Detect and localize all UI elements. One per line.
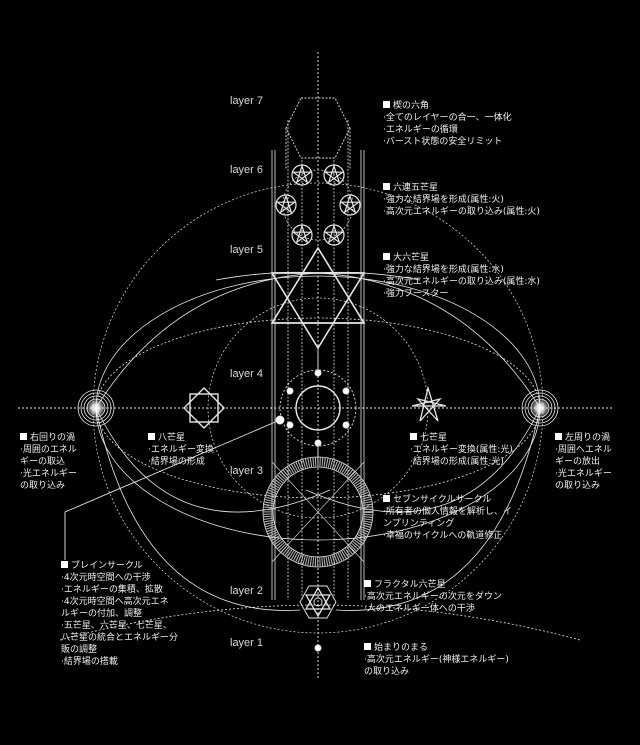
- note-line: ·結界場の形成(属性:光): [410, 457, 504, 467]
- note-line: ンプリンティング: [383, 519, 455, 529]
- note-octagram: 八芒星 ·エネルギー変換 ·結界場の形成: [148, 432, 214, 468]
- note-hexagram: 大六芒星 ·強力な結界場を形成(属性:水) ·高次元エネルギーの取り込み(属性:…: [383, 252, 540, 300]
- note-line: ·周囲へエネル: [555, 445, 612, 455]
- heptagram-shape: [411, 385, 447, 422]
- note-six-pentagrams: 六連五芒星 ·強力な結界場を形成(属性:火) ·高次元エネルギーの取り込み(属性…: [383, 182, 540, 218]
- seven-cycle-circle-shape: [262, 456, 374, 568]
- note-line: ギーの取込: [20, 457, 66, 467]
- note-origin-circle: 始まりのまる ·高次元エネルギー(神様エネルギー) の取り込み: [364, 642, 509, 678]
- hexagram-shape: [270, 246, 366, 350]
- note-line: ·強力ブースター: [383, 289, 449, 299]
- note-line: ·結界場の形成: [148, 457, 205, 467]
- note-line: ·光エネルギー: [20, 469, 77, 479]
- note-line: ·所有者の個人情報を解析し、イ: [383, 507, 512, 517]
- note-seven-cycle: セブンサイクルサークル ·所有者の個人情報を解析し、イ ンプリンティング ·幸福…: [383, 494, 512, 542]
- note-line: の取り込み: [364, 667, 410, 677]
- note-brain-circle: ブレインサークル ·4次元時空間への干渉 ·エネルギーの集積、拡散 ·4次元時空…: [61, 560, 178, 668]
- note-title: フラクタル六芒星: [364, 579, 502, 591]
- note-line: の取り込み: [555, 481, 601, 491]
- note-title: ブレインサークル: [61, 560, 178, 572]
- note-title: 大六芒星: [383, 252, 540, 264]
- layer-2-label: layer 2: [230, 585, 264, 597]
- note-left-vortex: 左周りの渦 ·周囲へエネル ギーの放出 ·光エネルギー の取り込み: [555, 432, 612, 492]
- layer-5-label: layer 5: [230, 244, 264, 256]
- right-vortex-shape: [77, 389, 115, 427]
- note-line: ·エネルギーの集積、拡散: [61, 585, 163, 595]
- note-line: ·幸福のサイクルへの軌道修正: [383, 531, 503, 541]
- note-line: ·人のエネルギー体への干渉: [364, 604, 475, 614]
- note-title: 左周りの渦: [555, 432, 612, 444]
- note-line: ルギーの付加、調整: [61, 609, 143, 619]
- note-line: ·五芒星、六芒星、七芒星、: [61, 621, 172, 631]
- brain-circle-shape: [275, 350, 357, 466]
- origin-circle-shape: [314, 644, 322, 652]
- note-line: 販の調整: [61, 645, 98, 655]
- note-line: ·バースト状態の安全リミット: [383, 137, 503, 147]
- note-line: ·高次元エネルギーの取り込み(属性:火): [383, 207, 540, 217]
- layer-1-label: layer 1: [230, 637, 264, 649]
- layer-7-label: layer 7: [230, 95, 264, 107]
- note-right-vortex: 右回りの渦 ·周囲のエネル ギーの取込 ·光エネルギー の取り込み: [20, 432, 77, 492]
- layer-6-label: layer 6: [230, 164, 264, 176]
- note-title: 六連五芒星: [383, 182, 540, 194]
- note-line: ·周囲のエネル: [20, 445, 77, 455]
- six-pentagrams-ring: [275, 164, 361, 246]
- note-line: ·強力な結界場を形成(属性:水): [383, 265, 504, 275]
- note-title: セブンサイクルサークル: [383, 494, 512, 506]
- note-line: ·光エネルギー: [555, 469, 612, 479]
- note-line: ·高次元エネルギーの取り込み(属性:水): [383, 277, 540, 287]
- note-line: ·エネルギー変換: [148, 445, 214, 455]
- note-title: 七芒星: [410, 432, 513, 444]
- note-line: ·高次元エネルギーの次元をダウン: [364, 592, 502, 602]
- note-line: ·4次元時空間への干渉: [61, 573, 151, 583]
- octagram-shape: [183, 387, 225, 429]
- left-vortex-shape: [521, 389, 559, 427]
- note-line: 八芒星の統合とエネルギー分: [61, 633, 179, 643]
- hexagon-shape: [285, 97, 351, 170]
- column-lines: [271, 120, 365, 600]
- note-line: ·4次元時空間へ高次元エネ: [61, 597, 169, 607]
- note-line: の取り込み: [20, 481, 66, 491]
- layer-3-label: layer 3: [230, 465, 264, 477]
- note-line: ·結界場の搭載: [61, 657, 118, 667]
- note-fractal-hexagram: フラクタル六芒星 ·高次元エネルギーの次元をダウン ·人のエネルギー体への干渉: [364, 579, 502, 615]
- note-hexagon: 楔の六角 ·全てのレイヤーの合一、一体化 ·エネルギーの循環 ·バースト状態の安…: [383, 100, 512, 148]
- layer-4-label: layer 4: [230, 368, 264, 380]
- note-heptagram: 七芒星 ·エネルギー変換(属性:光) ·結界場の形成(属性:光): [410, 432, 513, 468]
- note-title: 楔の六角: [383, 100, 512, 112]
- note-line: ·強力な結界場を形成(属性:火): [383, 195, 504, 205]
- note-line: ·高次元エネルギー(神様エネルギー): [364, 655, 509, 665]
- mid-circle: [207, 297, 429, 519]
- note-line: ギーの放出: [555, 457, 601, 467]
- note-line: ·エネルギーの循環: [383, 125, 458, 135]
- fractal-hexagram-shape: [299, 585, 337, 619]
- note-title: 八芒星: [148, 432, 214, 444]
- note-line: ·エネルギー変換(属性:光): [410, 445, 513, 455]
- note-line: ·全てのレイヤーの合一、一体化: [383, 113, 512, 123]
- brain-circle-connector: [64, 419, 281, 560]
- note-title: 始まりのまる: [364, 642, 509, 654]
- note-title: 右回りの渦: [20, 432, 77, 444]
